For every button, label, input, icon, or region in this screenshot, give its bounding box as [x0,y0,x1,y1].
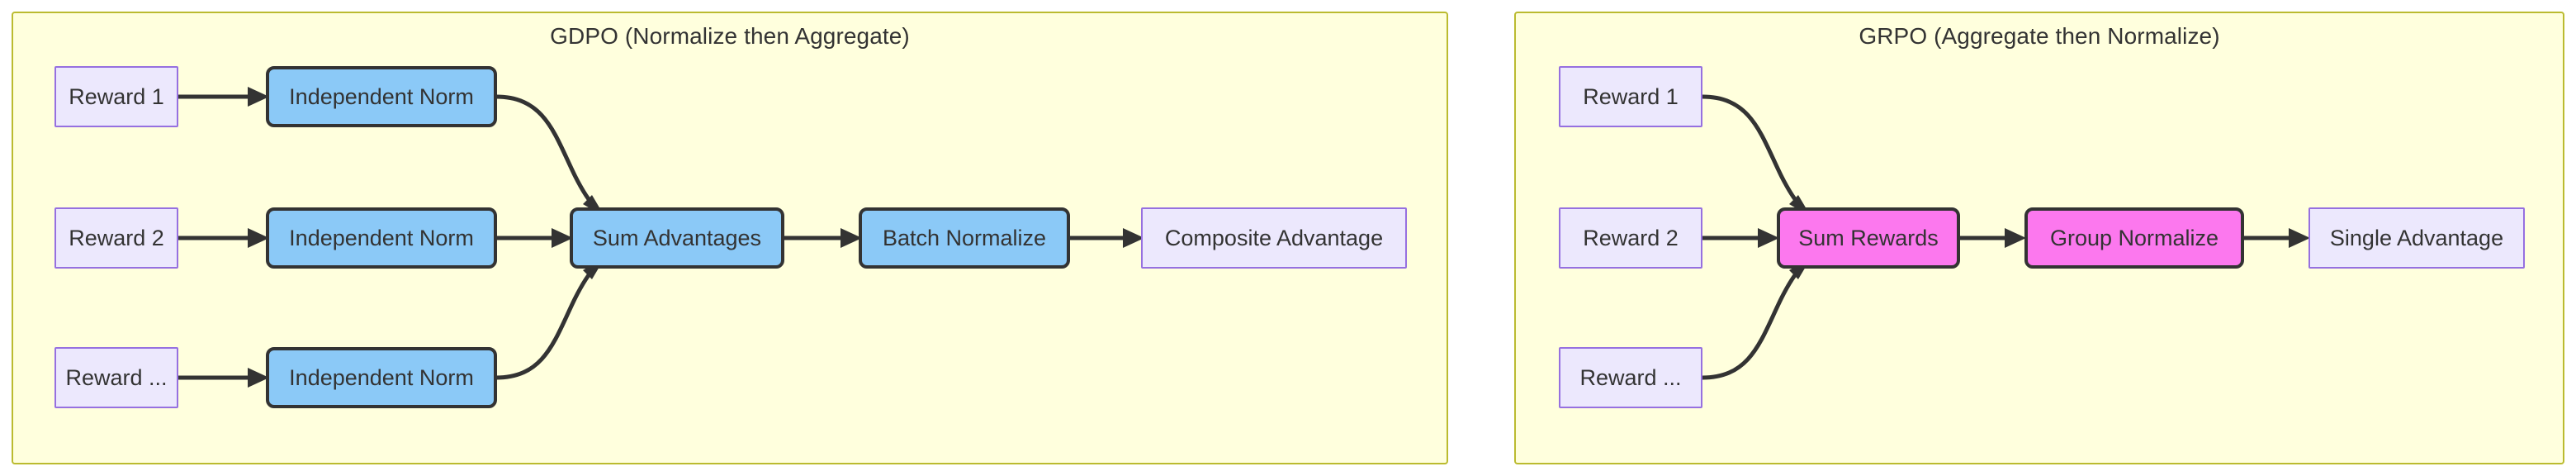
node-label: Sum Advantages [592,225,762,250]
node-gdpo-independent-norm-n[interactable]: Independent Norm [266,347,497,408]
node-gdpo-independent-norm-2[interactable]: Independent Norm [266,207,497,269]
node-label: Single Advantage [2329,225,2504,250]
node-label: Independent Norm [289,364,474,390]
node-grpo-reward-2[interactable]: Reward 2 [1559,207,1702,269]
node-gdpo-composite-advantage[interactable]: Composite Advantage [1141,207,1407,269]
node-grpo-group-normalize[interactable]: Group Normalize [2024,207,2244,269]
node-label: Batch Normalize [882,225,1047,250]
node-label: Reward 2 [69,225,164,250]
node-grpo-single-advantage[interactable]: Single Advantage [2308,207,2525,269]
node-gdpo-reward-n[interactable]: Reward ... [54,347,178,408]
node-label: Reward ... [1579,364,1682,390]
node-gdpo-sum-advantages[interactable]: Sum Advantages [570,207,784,269]
panel-grpo-title: GRPO (Aggregate then Normalize) [1859,23,2220,49]
node-gdpo-reward-1[interactable]: Reward 1 [54,66,178,127]
panel-gdpo-title: GDPO (Normalize then Aggregate) [550,23,910,49]
node-label: Sum Rewards [1798,225,1939,250]
node-gdpo-batch-normalize[interactable]: Batch Normalize [859,207,1070,269]
node-label: Group Normalize [2049,225,2219,250]
node-label: Independent Norm [289,225,474,250]
node-label: Composite Advantage [1164,225,1384,250]
node-gdpo-independent-norm-1[interactable]: Independent Norm [266,66,497,127]
node-label: Reward 1 [1583,83,1679,109]
node-grpo-reward-n[interactable]: Reward ... [1559,347,1702,408]
node-label: Reward 2 [1583,225,1679,250]
node-label: Reward ... [65,364,168,390]
node-grpo-sum-rewards[interactable]: Sum Rewards [1777,207,1960,269]
node-gdpo-reward-2[interactable]: Reward 2 [54,207,178,269]
node-label: Independent Norm [289,83,474,109]
node-grpo-reward-1[interactable]: Reward 1 [1559,66,1702,127]
node-label: Reward 1 [69,83,164,109]
